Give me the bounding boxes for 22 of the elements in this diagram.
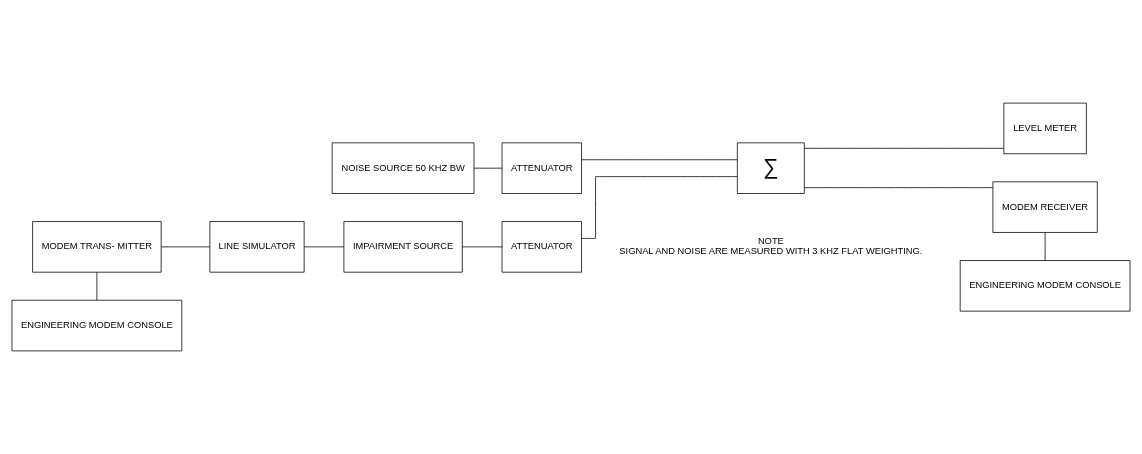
node-box: NOISE SOURCE 50 KHZ BW [331,142,475,194]
label: SIGNAL AND NOISE ARE MEASURED WITH 3 KHZ FLAT WEIGHTING. [619,246,923,257]
node-box: MODEM TRANS- MITTER [32,221,162,273]
connector [473,167,503,169]
node-box: ENGINEERING MODEM CONSOLE [11,299,183,352]
connector [1044,232,1046,261]
node-box: LINE SIMULATOR [209,221,305,273]
node-box: ATTENUATOR [501,142,582,194]
node-box: ATTENUATOR [501,221,582,273]
node-box: LEVEL METER [1003,102,1087,155]
connector [804,147,1004,149]
label: NOTE [757,236,784,247]
node-box: IMPAIRMENT SOURCE [343,221,463,273]
connector [160,246,211,248]
node-box: MODEM RECEIVER [992,181,1098,233]
connector [461,246,503,248]
connector [303,246,345,248]
connector [804,187,994,189]
connector [581,159,738,161]
connector [96,271,98,301]
node-box: ∑ [736,142,805,194]
node-box: ENGINEERING MODEM CONSOLE [959,260,1131,312]
